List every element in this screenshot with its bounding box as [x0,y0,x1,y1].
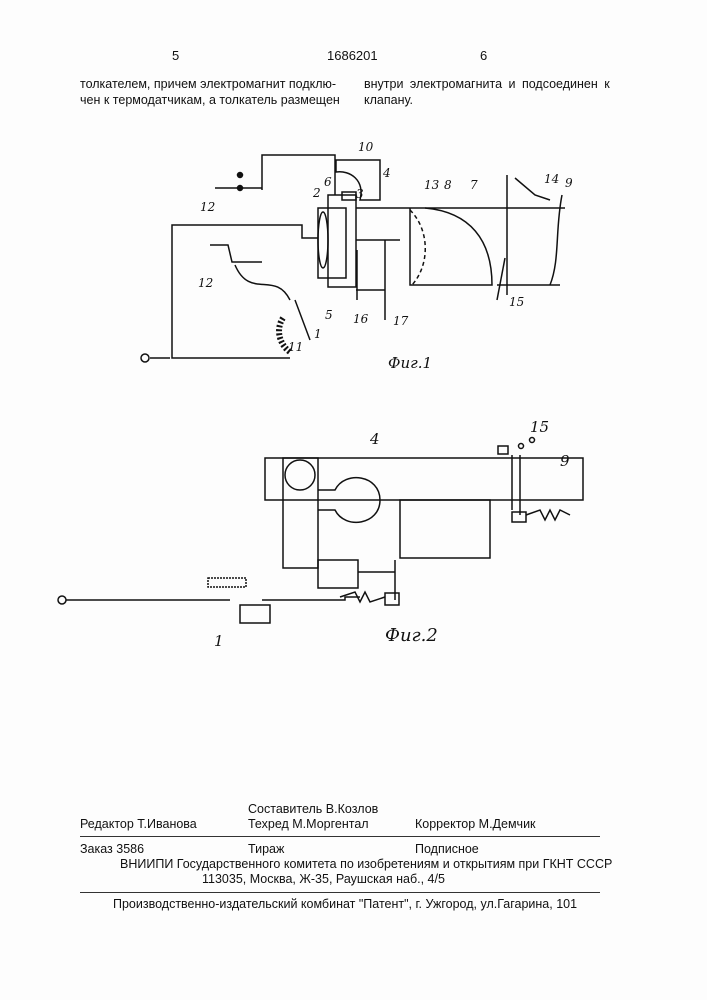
label-14: 14 [544,172,559,186]
label-12: 12 [198,276,213,290]
label-9: 9 [565,176,573,190]
label-15: 15 [530,418,549,436]
label-16: 16 [353,312,368,326]
subscription: Подписное [415,842,479,856]
label-5: 5 [325,308,333,322]
label-4: 4 [383,166,391,180]
label-17: 17 [393,314,408,328]
organization: ВНИИПИ Государственного комитета по изоб… [120,857,612,871]
compiler: Составитель В.Козлов [248,802,378,816]
label-13: 13 [424,178,439,192]
label-2: 2 [313,186,321,200]
circulation: Тираж [248,842,284,856]
divider [80,892,600,893]
label-3: 3 [356,187,364,201]
label-1: 1 [314,327,322,341]
label-15: 15 [509,295,524,309]
label-6: 6 [324,175,332,189]
label-1: 1 [214,632,224,650]
figure-2-caption: Фиг.2 [385,625,438,646]
figure-1-drawing [141,155,565,362]
figure-1-caption: Фиг.1 [388,354,432,372]
label-9: 9 [560,452,570,470]
editor: Редактор Т.Иванова [80,817,197,831]
label-12: 12 [200,200,215,214]
printer: Производственно-издательский комбинат "П… [113,897,577,911]
label-11: 11 [288,340,303,354]
address: 113035, Москва, Ж-35, Раушская наб., 4/5 [202,872,445,886]
corrector: Корректор М.Демчик [415,817,536,831]
label-7: 7 [470,178,478,192]
label-4: 4 [370,430,380,448]
figure-drawings [0,0,707,700]
techred: Техред М.Моргентал [248,817,369,831]
figure-2-drawing [58,438,583,624]
label-10: 10 [358,140,373,154]
order-number: Заказ 3586 [80,842,144,856]
divider [80,836,600,837]
label-8: 8 [444,178,452,192]
